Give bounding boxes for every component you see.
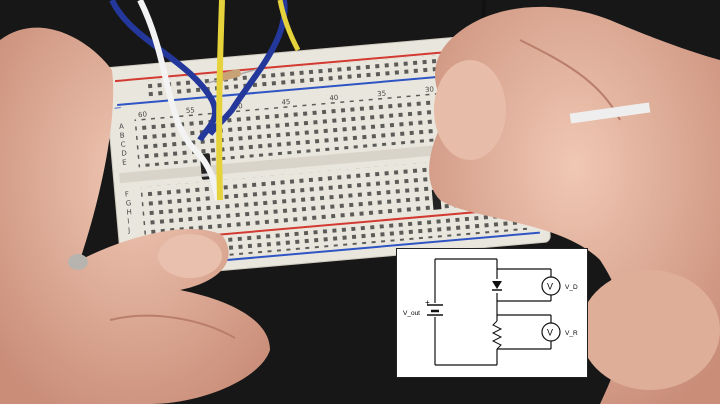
row-letter-d: D (121, 149, 127, 157)
tape-strip (569, 102, 651, 124)
rail-minus-label: − (113, 103, 122, 115)
voltmeter-diode-label: V_D (565, 284, 578, 291)
column-number-30: 30 (425, 85, 435, 94)
resistor-symbol (491, 320, 503, 350)
left-hand (0, 27, 270, 404)
column-number-55: 55 (186, 106, 196, 115)
voltmeter-resistor (541, 322, 561, 342)
blue-wire (109, 0, 219, 142)
row-letter-f: F (125, 190, 130, 198)
row-letter-a: A (119, 122, 125, 130)
column-number-60: 60 (138, 110, 148, 119)
yellow-wire (216, 0, 225, 201)
resistor (207, 67, 261, 84)
voltmeter-diode-symbol: V (547, 282, 553, 292)
white-wire (137, 0, 221, 201)
battery-plus-label: + (425, 298, 430, 307)
yellow-wire-2 (277, 0, 301, 52)
column-number-35: 35 (377, 90, 387, 99)
source-label: V_out (403, 310, 420, 317)
row-letter-b: B (120, 131, 126, 139)
column-number-45: 45 (281, 98, 291, 107)
voltmeter-diode (541, 276, 561, 296)
circuit-schematic: + V_out V V_D V V_R (403, 258, 578, 366)
row-letter-h: H (126, 208, 132, 216)
voltmeter-resistor-label: V_R (565, 330, 578, 337)
diode-symbol (492, 281, 502, 291)
row-letter-i: I (127, 217, 130, 225)
column-number-40: 40 (329, 94, 339, 103)
row-letter-j: J (127, 226, 131, 234)
voltmeter-resistor-symbol: V (547, 328, 553, 338)
row-letter-e: E (122, 158, 127, 166)
column-number-50: 50 (233, 102, 243, 111)
row-letter-g: G (125, 199, 131, 207)
schematic-inset: + V_out V V_D V V_R (396, 248, 588, 378)
row-letter-c: C (120, 140, 126, 148)
battery-symbol (427, 304, 443, 316)
